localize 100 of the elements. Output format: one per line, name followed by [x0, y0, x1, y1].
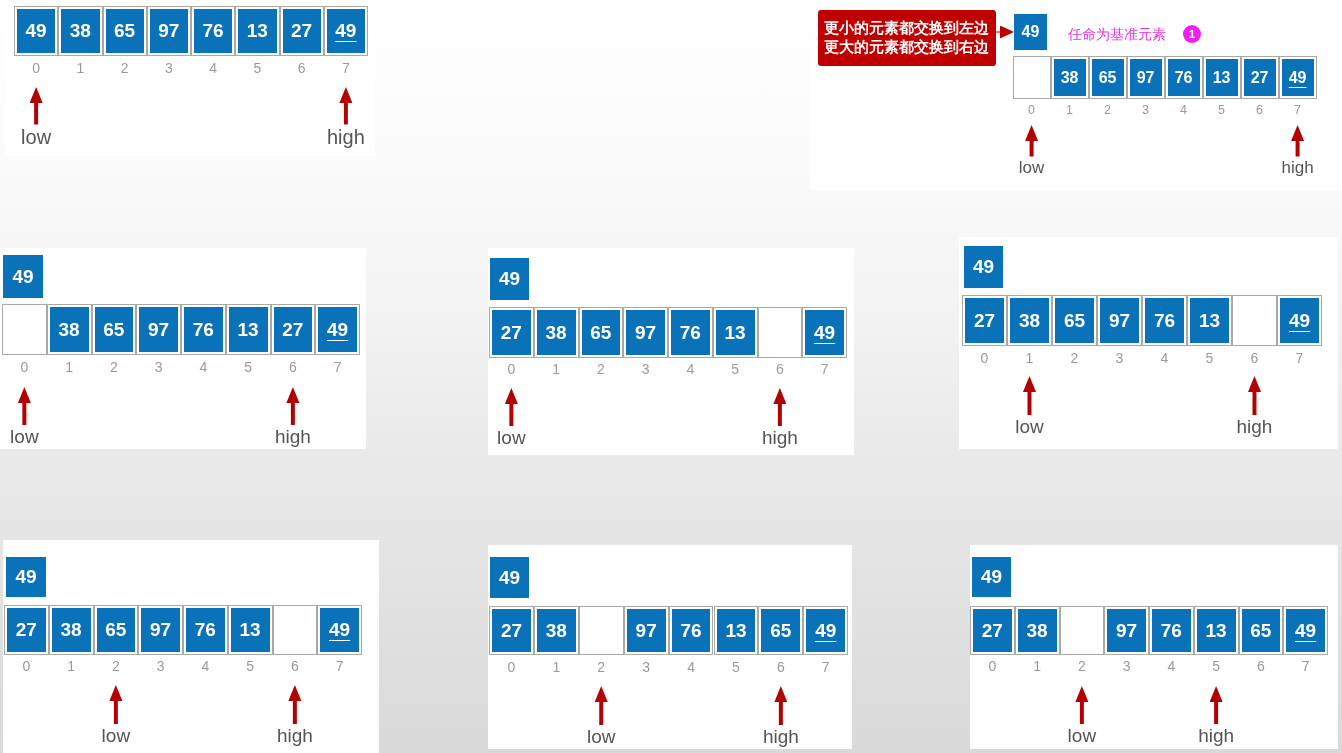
- pointer-label: low: [1, 425, 48, 449]
- pivot-tile: 49: [1014, 14, 1047, 50]
- index-label: 2: [1076, 657, 1087, 675]
- empty-slot: [2, 304, 47, 355]
- index-label: 1: [66, 657, 76, 675]
- array-slot: 97: [1126, 56, 1165, 99]
- array-slot: 38: [58, 6, 103, 56]
- index-label: 6: [1249, 349, 1260, 367]
- array-slot: 13: [227, 605, 273, 655]
- pivot-tile: 49: [964, 246, 1003, 288]
- pointer-label: low: [93, 724, 139, 748]
- pointer-arrow: [288, 685, 302, 724]
- array-slot: 65: [1052, 295, 1097, 346]
- pointer-label: low: [488, 426, 535, 450]
- array-slot: 49: [1277, 295, 1322, 346]
- index-label: 1: [1032, 657, 1042, 675]
- pointer-label: low: [1006, 415, 1053, 439]
- pointer-arrow: [774, 686, 788, 725]
- pointer-label: low: [12, 124, 61, 150]
- pivot-tile: 49: [490, 557, 529, 598]
- index-label: 4: [200, 657, 211, 675]
- array-slot: 97: [623, 606, 669, 655]
- array-slot: 76: [1149, 606, 1194, 655]
- array-slot: 27: [4, 605, 49, 655]
- array-slot: 27: [962, 295, 1007, 346]
- index-label: 1: [75, 59, 86, 77]
- index-label: 2: [110, 657, 121, 675]
- index-label: 2: [1103, 102, 1113, 118]
- pivot-tile: 49: [490, 258, 529, 300]
- array-slot: 49: [1283, 606, 1328, 655]
- array-slot: 27: [489, 606, 534, 655]
- index-label: 3: [641, 658, 652, 676]
- array-slot: 27: [970, 606, 1015, 655]
- array-slot: 27: [1240, 56, 1279, 99]
- array-slot: 27: [270, 304, 316, 355]
- array-slot: 76: [191, 6, 236, 56]
- index-label: 2: [108, 358, 119, 376]
- array-slot: 27: [489, 307, 534, 358]
- array-slot: 76: [1142, 295, 1187, 346]
- callout-box: [818, 10, 996, 66]
- pointer-label: high: [1277, 156, 1318, 178]
- callout-text: 更小的元素都交换到左边: [824, 19, 990, 38]
- index-label: 0: [19, 358, 30, 376]
- array-slot: 65: [102, 6, 147, 56]
- array-slot: 49: [1278, 56, 1317, 99]
- index-label: 3: [1114, 349, 1125, 367]
- index-label: 5: [731, 658, 741, 676]
- pointer-label: low: [1059, 724, 1105, 748]
- index-label: 3: [1121, 657, 1132, 675]
- array-slot: 38: [1014, 606, 1060, 655]
- pointer-arrow: [1023, 376, 1036, 415]
- index-label: 6: [289, 657, 300, 675]
- index-label: 6: [1255, 102, 1265, 118]
- index-label: 2: [595, 360, 606, 378]
- step-panel: [959, 237, 1338, 449]
- array-slot: 49: [323, 6, 368, 56]
- index-label: 4: [1179, 102, 1189, 118]
- pointer-arrow: [1209, 686, 1223, 724]
- index-label: 7: [1293, 102, 1303, 118]
- array-slot: 38: [533, 307, 579, 358]
- array-slot: 27: [279, 6, 324, 56]
- index-label: 3: [155, 657, 166, 675]
- index-label: 7: [340, 59, 351, 77]
- index-label: 5: [245, 657, 255, 675]
- annotation-text: 任命为基准元素: [1068, 25, 1166, 44]
- pointer-arrow: [1291, 125, 1305, 157]
- index-label: 5: [1217, 102, 1227, 118]
- index-label: 0: [21, 657, 32, 675]
- index-label: 3: [153, 358, 164, 376]
- pointer-label: high: [1193, 724, 1239, 748]
- step-panel: [970, 545, 1338, 749]
- pointer-arrow: [339, 87, 353, 125]
- pointer-arrow: [29, 87, 43, 125]
- array-slot: 97: [136, 304, 181, 355]
- pointer-arrow: [594, 686, 608, 725]
- step-panel: [488, 248, 854, 455]
- array-slot: 65: [578, 307, 624, 358]
- pivot-tile: 49: [972, 557, 1011, 597]
- index-label: 3: [640, 360, 651, 378]
- index-label: 6: [1255, 657, 1266, 675]
- index-label: 2: [119, 59, 130, 77]
- array-slot: 13: [713, 606, 759, 655]
- index-label: 4: [208, 59, 218, 77]
- array-slot: 97: [146, 6, 191, 56]
- pointer-label: high: [321, 124, 370, 150]
- array-slot: 97: [138, 605, 183, 655]
- pointer-arrow: [773, 388, 787, 426]
- index-label: 0: [979, 349, 990, 367]
- index-label: 4: [686, 658, 696, 676]
- empty-slot: [1012, 56, 1051, 99]
- pointer-arrow: [109, 685, 123, 724]
- array-slot: 13: [1193, 606, 1239, 655]
- array-slot: 76: [1164, 56, 1203, 99]
- pointer-arrow: [17, 387, 31, 425]
- array-slot: 38: [1007, 295, 1052, 346]
- step-panel: [488, 545, 852, 749]
- pointer-arrow: [1075, 686, 1089, 724]
- step-panel: [0, 248, 366, 449]
- array-slot: 65: [1088, 56, 1127, 99]
- array-slot: 13: [1202, 56, 1241, 99]
